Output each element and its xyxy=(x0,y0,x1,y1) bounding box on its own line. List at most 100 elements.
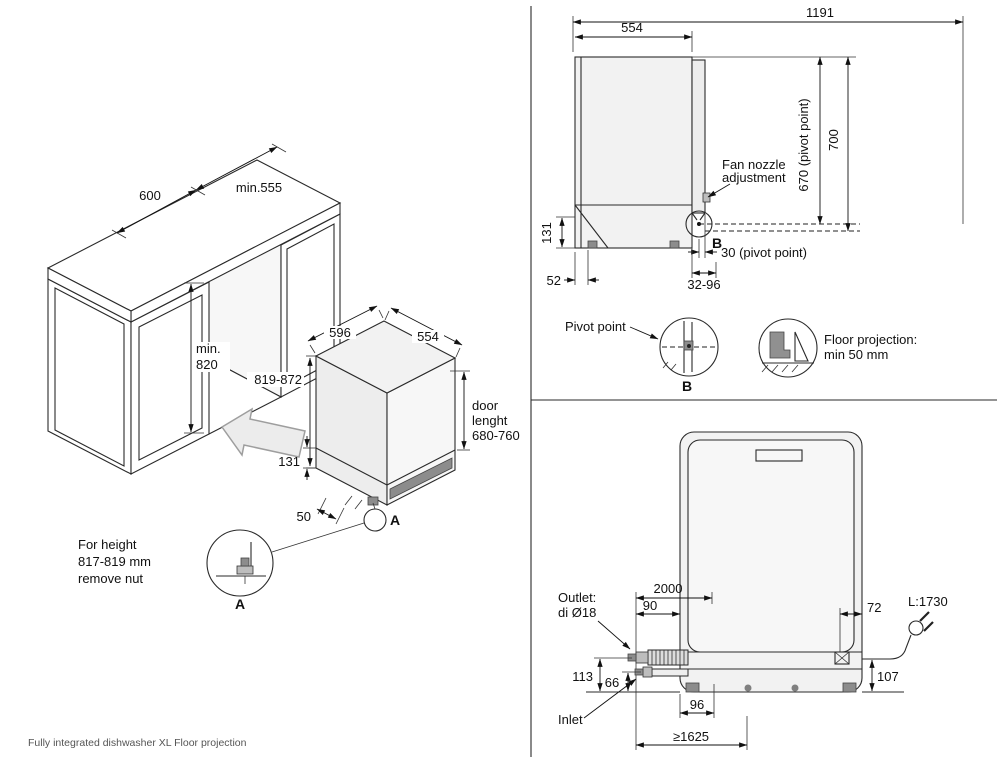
inlet-connector xyxy=(642,666,653,678)
cabinet-dimensions: 600 min.555 min. 820 xyxy=(111,143,287,434)
ext-line xyxy=(378,309,384,319)
hatch-line xyxy=(761,364,769,373)
ext-line xyxy=(455,347,461,358)
pivot-leader xyxy=(629,326,659,340)
fan-note-1: Fan nozzle xyxy=(722,157,786,172)
dim-66-label: 66 xyxy=(605,675,619,690)
dim-596-label: 596 xyxy=(329,325,351,340)
callout-a-label: A xyxy=(390,512,400,528)
note-line-3: remove nut xyxy=(78,571,143,586)
door-label-1: door xyxy=(472,398,499,413)
dim-555-label: min.555 xyxy=(236,180,282,195)
label-backing xyxy=(412,330,444,343)
dim-554-side-label: 554 xyxy=(621,20,643,35)
floor-projection-label-2: min 50 mm xyxy=(824,347,888,362)
dim-30-label: 30 (pivot point) xyxy=(721,245,807,260)
detail-a-circle xyxy=(206,529,274,597)
height-note: For height 817-819 mm remove nut xyxy=(78,537,151,586)
adjustable-foot xyxy=(367,496,379,506)
dim-600-label: 600 xyxy=(139,188,161,203)
dim-52-label: 52 xyxy=(547,273,561,288)
dim-131-side-label: 131 xyxy=(539,222,554,244)
hose-ribs xyxy=(651,650,685,665)
hatch-line xyxy=(354,499,363,510)
power-cord xyxy=(862,611,934,660)
outlet-label-1: Outlet: xyxy=(558,590,596,605)
door-label-2: lenght xyxy=(472,413,508,428)
outlet-label-2: di Ø18 xyxy=(558,605,596,620)
dim-113-label: 113 xyxy=(572,669,593,684)
label-backing xyxy=(324,326,356,339)
note-line-2: 817-819 mm xyxy=(78,554,151,569)
rear-view: L:1730 2000 90 72 113 66 107 96 ≥1625 Ou… xyxy=(558,431,948,750)
leader-line xyxy=(372,502,376,510)
inlet-tube xyxy=(651,668,689,677)
dim-line-50 xyxy=(316,508,337,520)
inlet-hose xyxy=(634,666,689,678)
roller xyxy=(791,684,799,692)
label-backing xyxy=(247,372,304,387)
plug-pin xyxy=(919,611,930,622)
section-dividers xyxy=(530,6,997,757)
outlet-leader xyxy=(597,620,631,650)
plug-body xyxy=(908,620,924,636)
dim-line-596 xyxy=(307,305,378,342)
dim-820-label-2: 820 xyxy=(196,357,218,372)
callout-a: A xyxy=(271,502,400,553)
cabinet-structure xyxy=(46,159,342,475)
floor-projection-label-1: Floor projection: xyxy=(824,332,917,347)
detail-b-label: B xyxy=(682,378,692,394)
front-foot xyxy=(669,240,680,249)
dim-670-label: 670 (pivot point) xyxy=(796,98,811,191)
dishwasher-isometric-box xyxy=(314,320,457,510)
plug-pin xyxy=(923,621,934,632)
dim-820-label-1: min. xyxy=(196,341,221,356)
side-view: B 1191 554 670 (pivot point) 700 131 52 … xyxy=(539,5,964,394)
pivot-point-label: Pivot point xyxy=(565,319,626,334)
floor-projection-circle xyxy=(758,318,818,378)
top-duct xyxy=(755,449,803,462)
pivot-b-label: B xyxy=(712,235,722,251)
hinge-line xyxy=(691,212,698,221)
plinth-line-left xyxy=(315,447,388,486)
dim-line-555 xyxy=(195,146,278,191)
hatch-line xyxy=(781,364,789,373)
hatch-line xyxy=(771,364,779,373)
roller xyxy=(744,684,752,692)
slide-in-arrow xyxy=(220,407,306,458)
projection-wedge xyxy=(794,331,809,362)
hose-tip xyxy=(627,653,637,662)
hatch-line xyxy=(344,495,353,506)
inlet-leader xyxy=(583,678,637,719)
fan-leader xyxy=(707,183,731,198)
rear-foot xyxy=(587,240,598,249)
dim-1191-label: 1191 xyxy=(806,5,834,20)
hatch-line xyxy=(670,363,677,371)
anchor-cross xyxy=(834,651,850,665)
dim-height-label: 819-872 xyxy=(254,372,302,387)
drain-hose xyxy=(627,649,689,666)
leader-line xyxy=(271,522,365,553)
door-label-3: 680-760 xyxy=(472,428,520,443)
dim-3296-label: 32-96 xyxy=(687,277,720,292)
hinge-line xyxy=(699,212,706,221)
ext-line xyxy=(309,344,316,354)
dim-131-label: 131 xyxy=(278,454,300,469)
dim-72-label: 72 xyxy=(867,600,881,615)
foot-bracket xyxy=(769,331,791,359)
label-backing xyxy=(192,342,230,372)
ext-line xyxy=(190,186,206,196)
cord-length-label: L:1730 xyxy=(908,594,948,609)
dishwasher-dimensions: 596 554 819-872 door lenght 680-760 131 … xyxy=(247,305,520,525)
fan-note-2: adjustment xyxy=(722,170,786,185)
nut xyxy=(240,557,250,567)
ext-line xyxy=(271,143,287,153)
ext-line xyxy=(335,507,345,525)
note-line-1: For height xyxy=(78,537,137,552)
detail-a-label: A xyxy=(235,596,245,612)
dim-96-label: 96 xyxy=(690,697,704,712)
label-backing xyxy=(685,278,724,291)
fan-nozzle xyxy=(702,192,711,203)
